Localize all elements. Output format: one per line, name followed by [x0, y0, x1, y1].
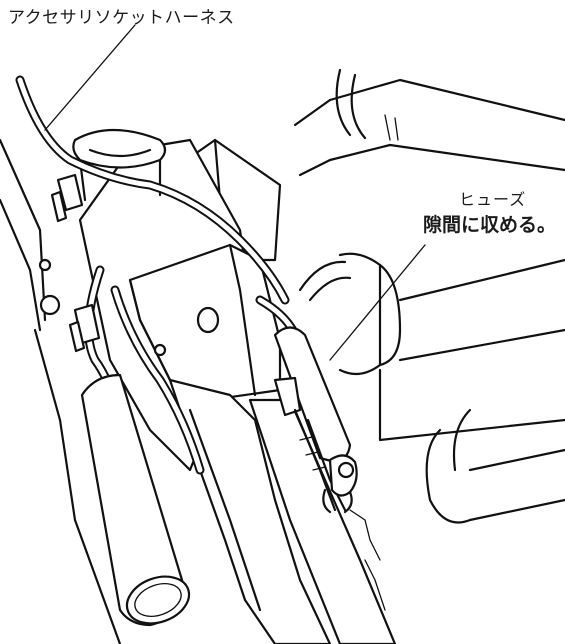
- harness-leader-line: [44, 24, 136, 131]
- mounting-bracket: [78, 138, 397, 644]
- harness-label: アクセサリソケットハーネス: [8, 8, 235, 28]
- harness-clamp: [72, 128, 167, 202]
- hose: [298, 260, 352, 302]
- fuse-label: ヒューズ: [459, 190, 527, 209]
- right-frame: [338, 252, 565, 524]
- upper-right-frame: [293, 68, 565, 177]
- accessory-socket-harness: [15, 75, 305, 475]
- accessory-socket: [80, 373, 191, 627]
- cable-ties: [50, 173, 101, 353]
- fuse-holder: [273, 326, 358, 514]
- fuse-leader-line: [329, 244, 426, 361]
- fuse-note: 隙間に収める。: [423, 214, 557, 236]
